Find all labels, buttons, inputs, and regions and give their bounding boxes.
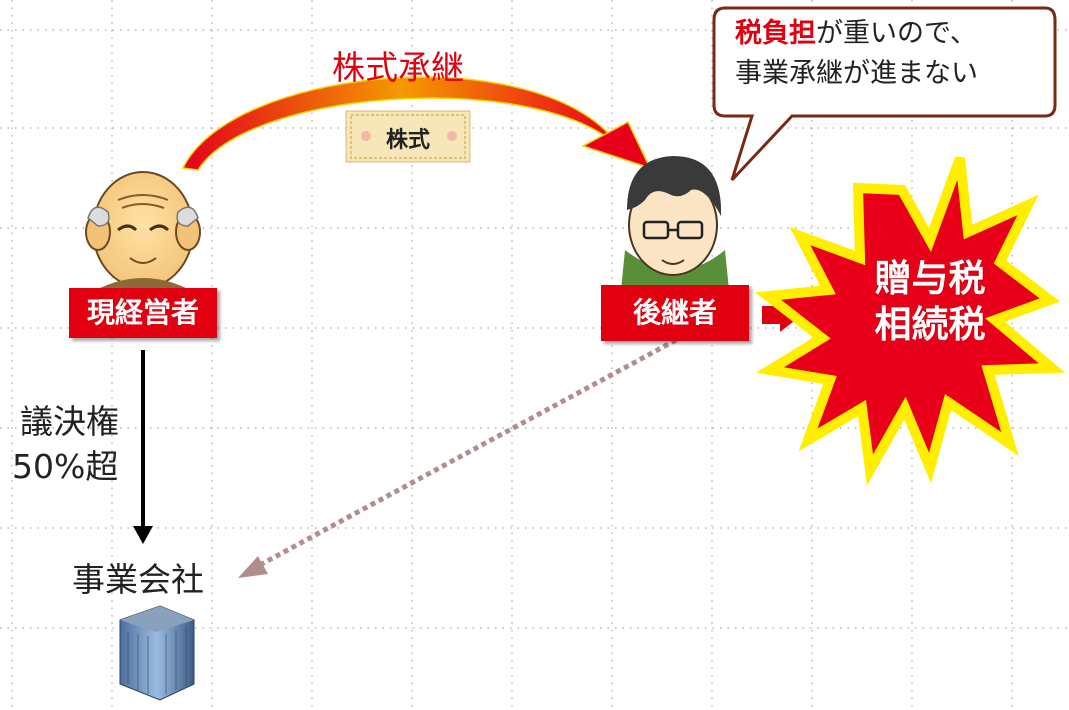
callout-text: 税負担が重いので、 事業承継が進まない — [735, 14, 1055, 94]
stock-certificate-icon — [345, 110, 471, 163]
speech-callout-bubble — [712, 6, 1057, 182]
voting-rights-arrow — [133, 350, 153, 544]
dotted-relation-arrow — [238, 337, 678, 578]
voting-rights-line2: 50%超 — [12, 447, 119, 486]
voting-rights-line1: 議決権 — [20, 402, 119, 441]
tax-burst-line1: 贈与税 — [874, 257, 986, 300]
office-building-icon — [119, 605, 195, 701]
callout-line2: 事業承継が進まない — [735, 58, 978, 89]
callout-line1: 税負担が重いので、 — [735, 14, 1055, 54]
stock-certificate-label: 株式 — [386, 128, 431, 153]
current-manager-illustration — [85, 171, 201, 298]
callout-line1-rest: が重いので、 — [816, 18, 977, 49]
callout-highlight: 税負担 — [735, 18, 816, 49]
successor-label: 後継者 — [601, 285, 749, 341]
tax-burst-line2: 相続税 — [874, 303, 986, 346]
successor-illustration — [621, 156, 729, 290]
company-label: 事業会社 — [72, 560, 204, 599]
transfer-label: 株式承継 — [332, 48, 464, 87]
transfer-arc-arrow — [181, 76, 652, 171]
current-manager-label: 現経営者 — [69, 288, 217, 338]
tax-burst-shape — [755, 156, 1066, 486]
tax-burst-text: 贈与税 相続税 — [850, 256, 1010, 348]
